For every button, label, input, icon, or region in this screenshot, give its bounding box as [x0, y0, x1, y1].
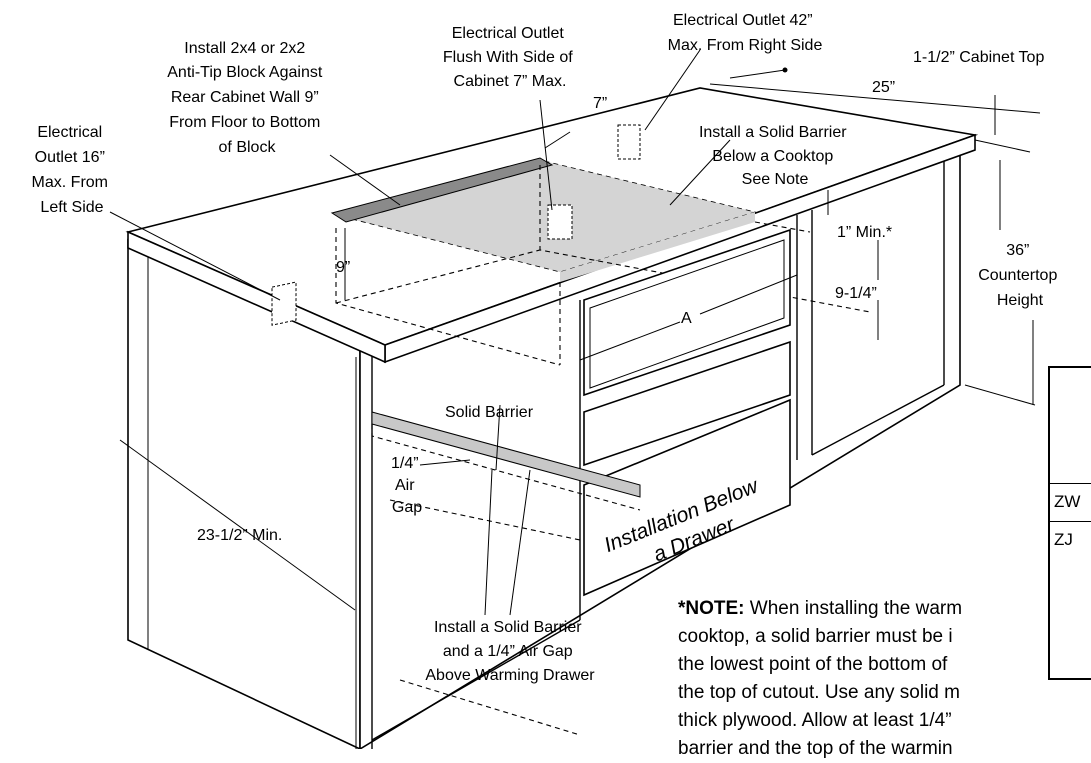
note-line: the lowest point of the bottom of	[678, 654, 948, 675]
min-23-label: 23-1/2” Min.	[197, 527, 282, 544]
drawer-hidden-lines	[371, 424, 641, 511]
hidden-box-right	[754, 221, 811, 233]
air-gap-leader	[419, 459, 471, 466]
note-line: thick plywood. Allow at least 1/4”	[678, 710, 952, 731]
outlet-right-label: Electrical Outlet 42” Max. From Right Si…	[668, 12, 823, 54]
outlet-flush-leader	[539, 99, 553, 211]
countertop-height-label: 36” Countertop Height	[978, 242, 1062, 309]
anti-tip-leader	[329, 154, 401, 206]
note-line: barrier and the top of the warmin	[678, 738, 953, 759]
barrier-above-leader-2	[509, 469, 531, 616]
solid-barrier-cooktop-label: Install a Solid Barrier Below a Cooktop …	[699, 124, 851, 188]
door-bottom	[811, 384, 945, 456]
outlet-flush-label: Electrical Outlet Flush With Side of Cab…	[443, 25, 577, 90]
dim-a-left	[579, 321, 681, 361]
note-text: When installing the warm	[744, 598, 963, 619]
kick-line	[371, 619, 581, 741]
outlet-left-leader	[109, 211, 281, 301]
solid-barrier-label: Solid Barrier	[445, 404, 534, 421]
warming-drawer	[583, 398, 791, 597]
note-line: the top of cutout. Use any solid m	[678, 682, 960, 703]
depth-25-label: 25”	[872, 79, 895, 96]
depth-25-ext	[729, 69, 786, 79]
solid-barrier-leader	[495, 404, 501, 471]
solid-barrier-strip	[371, 411, 641, 498]
outlet-icon-left	[271, 281, 297, 326]
dim-9-label: 9”	[336, 259, 350, 276]
table-row: ZJ	[1050, 521, 1091, 559]
upper-drawer-inset	[589, 239, 785, 389]
note-line: *NOTE: When installing the warm	[678, 595, 1091, 623]
dim-9-14-label: 9-1/4”	[835, 285, 877, 302]
installation-note: *NOTE: When installing the warm cooktop,…	[678, 595, 1091, 763]
cabinet-top-label: 1-1/2” Cabinet Top	[913, 49, 1044, 66]
air-gap-label: 1/4” Air Gap	[391, 455, 423, 516]
countertop-bottom-ext	[964, 384, 1036, 406]
min-23-line	[119, 439, 356, 611]
cutout-side	[560, 212, 755, 282]
dim-7-label: 7”	[593, 95, 607, 112]
countertop-left-edge	[127, 230, 386, 364]
outlet-icon-flush	[547, 204, 573, 240]
min-1-label: 1” Min.*	[837, 224, 892, 241]
upper-drawer	[583, 228, 791, 397]
outlet-left-label: Electrical Outlet 16” Max. From Left Sid…	[32, 124, 113, 216]
solid-barrier-cooktop-leader	[669, 139, 731, 206]
note-label: *NOTE:	[678, 598, 745, 619]
anti-tip-label: Install 2x4 or 2x2 Anti-Tip Block Agains…	[167, 40, 326, 156]
cabinet-top-ext	[974, 139, 1031, 153]
barrier-above-leader-1	[484, 469, 493, 616]
table-row: ZW	[1050, 483, 1091, 521]
barrier-above-label: Install a Solid Barrier and a 1/4” Air G…	[425, 619, 595, 684]
outlet-icon-right	[617, 124, 641, 160]
drawer-hidden-base	[399, 679, 581, 736]
depth-25-line	[709, 83, 1041, 114]
dim-a-label: A	[681, 310, 692, 327]
note-line: cooktop, a solid barrier must be i	[678, 626, 953, 647]
dim-7-line	[544, 131, 571, 149]
model-table-fragment: ZW ZJ	[1048, 366, 1091, 680]
outlet-right-leader	[644, 49, 701, 131]
dim-a-right	[699, 274, 798, 315]
anti-tip-block	[330, 157, 554, 223]
middle-drawer	[583, 340, 791, 467]
